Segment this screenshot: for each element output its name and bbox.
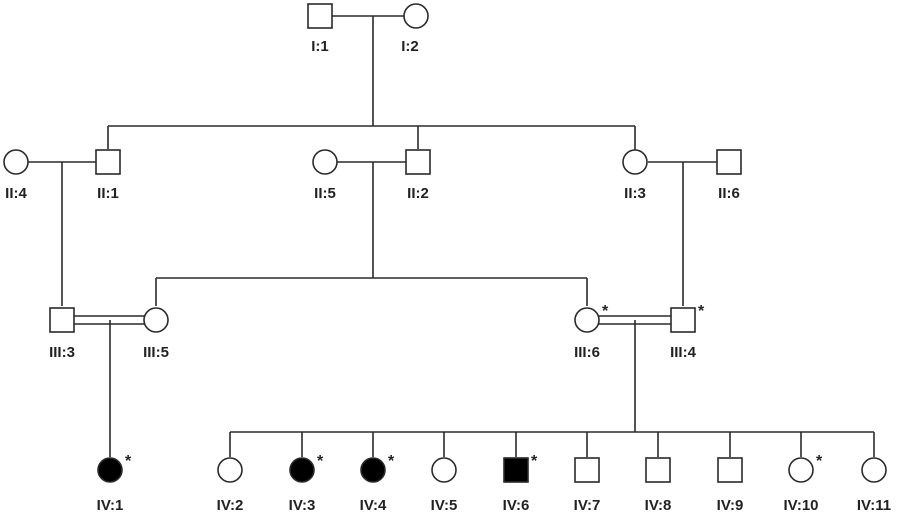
male-symbol-II-2 [405, 149, 431, 175]
label-IV-3: IV:3 [289, 497, 316, 514]
female-symbol-IV-2 [217, 457, 243, 483]
female-symbol-I-2 [403, 3, 429, 29]
individual-IV-10: IV:10 * [783, 453, 823, 514]
female-symbol-IV-3 [289, 457, 315, 483]
individual-IV-6: IV:6 * [503, 453, 538, 514]
individuals: I:1 I:2 II:4 II:1 II:5 II:2 II:3 II:6 II… [3, 3, 891, 514]
label-II-1: II:1 [97, 185, 119, 202]
marker-IV-1: * [125, 453, 132, 470]
individual-IV-7: IV:7 [574, 457, 601, 514]
label-IV-6: IV:6 [503, 497, 530, 514]
female-symbol-III-5 [143, 307, 169, 333]
male-symbol-III-4 [670, 307, 696, 333]
individual-II-2: II:2 [405, 149, 431, 202]
individual-II-6: II:6 [716, 149, 742, 202]
marker-IV-3: * [317, 453, 324, 470]
label-IV-9: IV:9 [717, 497, 744, 514]
label-IV-1: IV:1 [97, 497, 124, 514]
label-IV-11: IV:11 [857, 497, 891, 514]
label-III-6: III:6 [574, 344, 600, 361]
male-symbol-III-3 [49, 307, 75, 333]
female-symbol-IV-1 [97, 457, 123, 483]
individual-IV-3: IV:3 * [289, 453, 324, 514]
label-I-2: I:2 [401, 38, 419, 55]
label-III-3: III:3 [49, 344, 75, 361]
male-symbol-IV-9 [717, 457, 743, 483]
individual-III-6: III:6 * [574, 303, 609, 361]
individual-III-3: III:3 [49, 307, 75, 361]
individual-IV-2: IV:2 [217, 457, 244, 514]
label-II-2: II:2 [407, 185, 429, 202]
individual-IV-1: IV:1 * [97, 453, 132, 514]
label-I-1: I:1 [311, 38, 329, 55]
female-symbol-II-3 [622, 149, 648, 175]
label-II-3: II:3 [624, 185, 646, 202]
marker-IV-4: * [388, 453, 395, 470]
individual-II-5: II:5 [312, 149, 338, 202]
individual-II-1: II:1 [95, 149, 121, 202]
label-IV-2: IV:2 [217, 497, 244, 514]
label-II-5: II:5 [314, 185, 336, 202]
individual-III-5: III:5 [143, 307, 169, 361]
male-symbol-II-1 [95, 149, 121, 175]
individual-I-1: I:1 [307, 3, 333, 55]
male-symbol-I-1 [307, 3, 333, 29]
label-IV-10: IV:10 [783, 497, 818, 514]
male-symbol-IV-6 [503, 457, 529, 483]
female-symbol-IV-4 [360, 457, 386, 483]
individual-IV-8: IV:8 [645, 457, 672, 514]
label-IV-5: IV:5 [431, 497, 458, 514]
individual-III-4: III:4 * [670, 303, 705, 361]
male-symbol-IV-8 [645, 457, 671, 483]
individual-I-2: I:2 [401, 3, 429, 55]
male-symbol-II-6 [716, 149, 742, 175]
individual-IV-9: IV:9 [717, 457, 744, 514]
label-III-4: III:4 [670, 344, 696, 361]
female-symbol-III-6 [574, 307, 600, 333]
female-symbol-II-4 [3, 149, 29, 175]
female-symbol-II-5 [312, 149, 338, 175]
label-IV-4: IV:4 [360, 497, 387, 514]
label-IV-7: IV:7 [574, 497, 601, 514]
individual-IV-4: IV:4 * [360, 453, 395, 514]
relationship-lines [28, 15, 875, 457]
marker-IV-6: * [531, 453, 538, 470]
individual-IV-11: IV:11 [857, 457, 891, 514]
female-symbol-IV-10 [788, 457, 814, 483]
female-symbol-IV-5 [431, 457, 457, 483]
male-symbol-IV-7 [574, 457, 600, 483]
label-III-5: III:5 [143, 344, 169, 361]
marker-III-4: * [698, 303, 705, 320]
individual-II-4: II:4 [3, 149, 29, 202]
female-symbol-IV-11 [861, 457, 887, 483]
marker-IV-10: * [816, 453, 823, 470]
marker-III-6: * [602, 303, 609, 320]
individual-IV-5: IV:5 [431, 457, 458, 514]
label-IV-8: IV:8 [645, 497, 672, 514]
label-II-4: II:4 [5, 185, 27, 202]
label-II-6: II:6 [718, 185, 740, 202]
individual-II-3: II:3 [622, 149, 648, 202]
